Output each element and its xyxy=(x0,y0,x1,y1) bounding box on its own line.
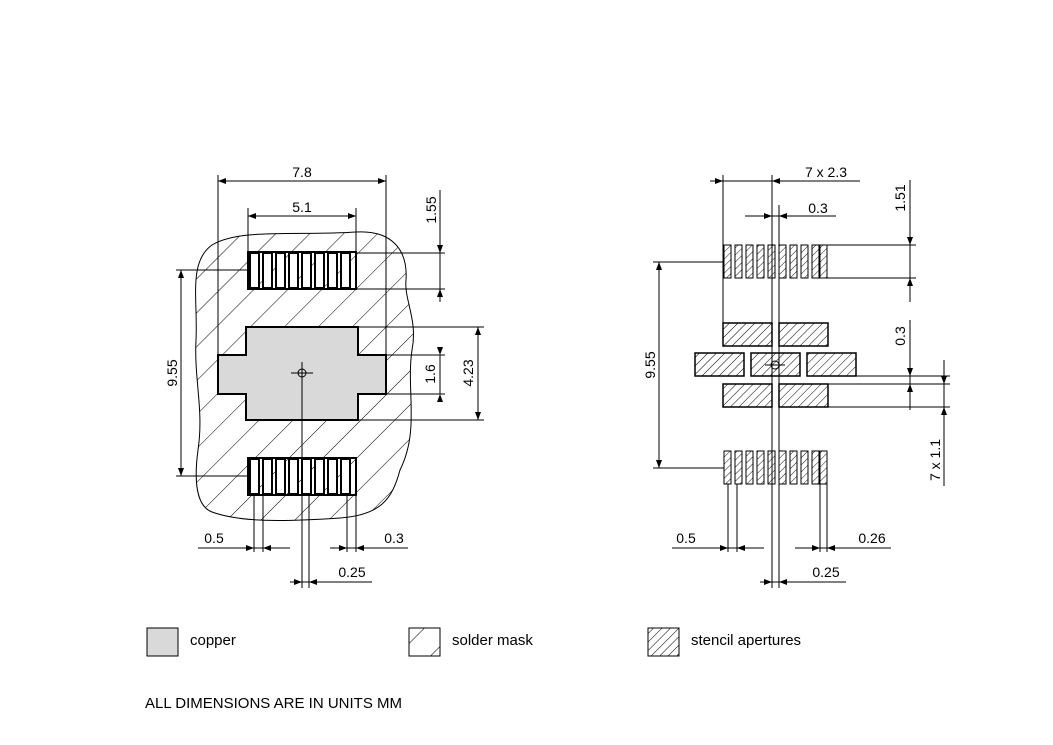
stencil-arrowheads xyxy=(656,178,947,585)
dim-stencil-gap: 0.3 xyxy=(892,326,908,346)
legend-solder-mask-swatch xyxy=(408,627,441,657)
dim-stencil-row-pitch: 9.55 xyxy=(642,351,658,378)
dim-row-pitch: 9.55 xyxy=(164,359,180,386)
legend-copper-swatch xyxy=(146,627,179,657)
footprint-dimension-lines xyxy=(180,180,479,583)
dim-spacing: 0.25 xyxy=(338,564,365,580)
footprint-extension-lines xyxy=(176,175,484,588)
top-pad-row xyxy=(247,251,357,290)
dim-stencil-pad-length: 1.51 xyxy=(892,184,908,211)
stencil-view: 7 x 2.3 0.3 1.51 9.55 0.3 7 x 1.1 0.5 0.… xyxy=(642,164,950,588)
dim-pitch: 0.5 xyxy=(204,530,224,546)
legend-stencil-label: stencil apertures xyxy=(691,632,801,649)
dim-pad-row-width: 5.1 xyxy=(292,199,312,215)
dim-aperture-height: 7 x 1.1 xyxy=(927,439,943,481)
dim-center-pad-height: 4.23 xyxy=(460,359,476,386)
stencil-top-apertures xyxy=(723,244,828,279)
stencil-dimension-lines xyxy=(658,180,945,583)
dim-offset: 0.3 xyxy=(808,200,828,216)
legend-copper-label: copper xyxy=(190,632,236,649)
stencil-extension-lines xyxy=(653,175,950,588)
dim-stencil-pitch: 0.5 xyxy=(676,530,696,546)
legend: copper solder mask stencil apertures xyxy=(146,627,801,657)
units-note: ALL DIMENSIONS ARE IN UNITS MM xyxy=(145,695,402,712)
dim-pad-length: 1.55 xyxy=(423,196,439,223)
stencil-bottom-apertures xyxy=(723,450,828,485)
dim-width-total: 7.8 xyxy=(292,164,312,180)
dim-center-pad-neck: 1.6 xyxy=(422,364,438,384)
legend-solder-mask-label: solder mask xyxy=(452,632,533,649)
dim-pad-width: 0.3 xyxy=(384,530,404,546)
dim-stencil-spacing: 0.25 xyxy=(812,564,839,580)
dim-aperture-grid: 7 x 2.3 xyxy=(805,164,847,180)
center-mark-left xyxy=(291,362,313,384)
legend-stencil-swatch xyxy=(647,627,680,657)
footprint-view: 7.8 5.1 1.55 9.55 4.23 1.6 0.5 0.3 0.25 xyxy=(164,164,484,588)
dim-stencil-pad-width: 0.26 xyxy=(858,530,885,546)
footprint-arrowheads xyxy=(178,178,481,585)
